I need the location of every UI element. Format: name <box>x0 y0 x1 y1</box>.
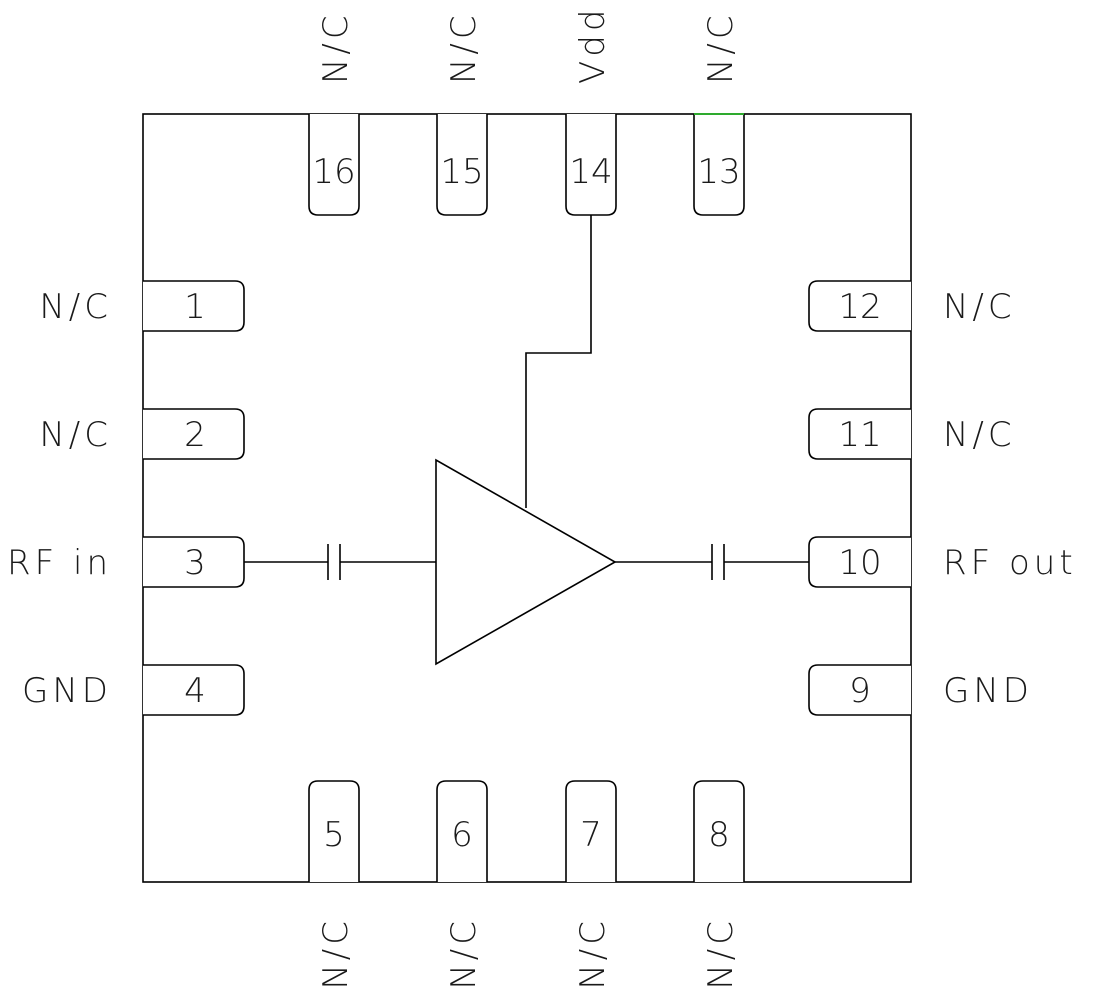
pin-9-pad <box>808 664 911 716</box>
pin-8-label: N/C <box>701 917 741 990</box>
pin-16-pad <box>308 114 360 216</box>
pin-11-number: 11 <box>838 415 881 455</box>
pin-7-label: N/C <box>573 917 613 990</box>
pin-5-label: N/C <box>316 917 356 990</box>
pin-5-number: 5 <box>323 815 345 855</box>
pin-1-number: 1 <box>184 287 206 327</box>
pin-2-label: N/C <box>39 415 112 455</box>
pin-14-label: Vdd <box>573 6 613 84</box>
pin-6-label: N/C <box>444 917 484 990</box>
pin-4-number: 4 <box>184 671 206 711</box>
pin-2-number: 2 <box>184 415 206 455</box>
pin-14-number: 14 <box>569 152 612 192</box>
pin-15-label: N/C <box>444 11 484 84</box>
pin-9-number: 9 <box>849 671 871 711</box>
pin-7-pad <box>565 780 617 882</box>
pin-6-number: 6 <box>451 815 473 855</box>
pin-15-pad <box>436 114 488 216</box>
vdd-supply-wire <box>525 215 592 508</box>
pin-6-pad <box>436 780 488 882</box>
pin-11-label: N/C <box>943 415 1016 455</box>
pin-10-label: RF out <box>943 543 1077 583</box>
pin-12-number: 12 <box>838 287 881 327</box>
pin-5-pad <box>308 780 360 882</box>
pin-8-pad <box>693 780 745 882</box>
pin-4-label: GND <box>22 671 112 711</box>
pin-12-pad <box>808 280 911 332</box>
pin-1-pad <box>143 280 245 332</box>
pin-13-number: 13 <box>697 152 740 192</box>
pin-12-label: N/C <box>943 287 1016 327</box>
pin-4-pad <box>143 664 245 716</box>
pin-3-number: 3 <box>184 543 206 583</box>
pin-13-pad <box>693 114 745 216</box>
package-outline <box>142 113 912 883</box>
pin-2-pad <box>143 408 245 460</box>
pin-10-number: 10 <box>838 543 881 583</box>
pin-13-label: N/C <box>701 11 741 84</box>
pin-16-number: 16 <box>312 152 355 192</box>
pin-8-number: 8 <box>708 815 730 855</box>
pin-9-label: GND <box>943 671 1033 711</box>
pin-3-label: RF in <box>7 543 112 583</box>
pin-11-pad <box>808 408 911 460</box>
pin-7-number: 7 <box>580 815 602 855</box>
pin-1-label: N/C <box>39 287 112 327</box>
pin-15-number: 15 <box>440 152 483 192</box>
pin-16-label: N/C <box>316 11 356 84</box>
